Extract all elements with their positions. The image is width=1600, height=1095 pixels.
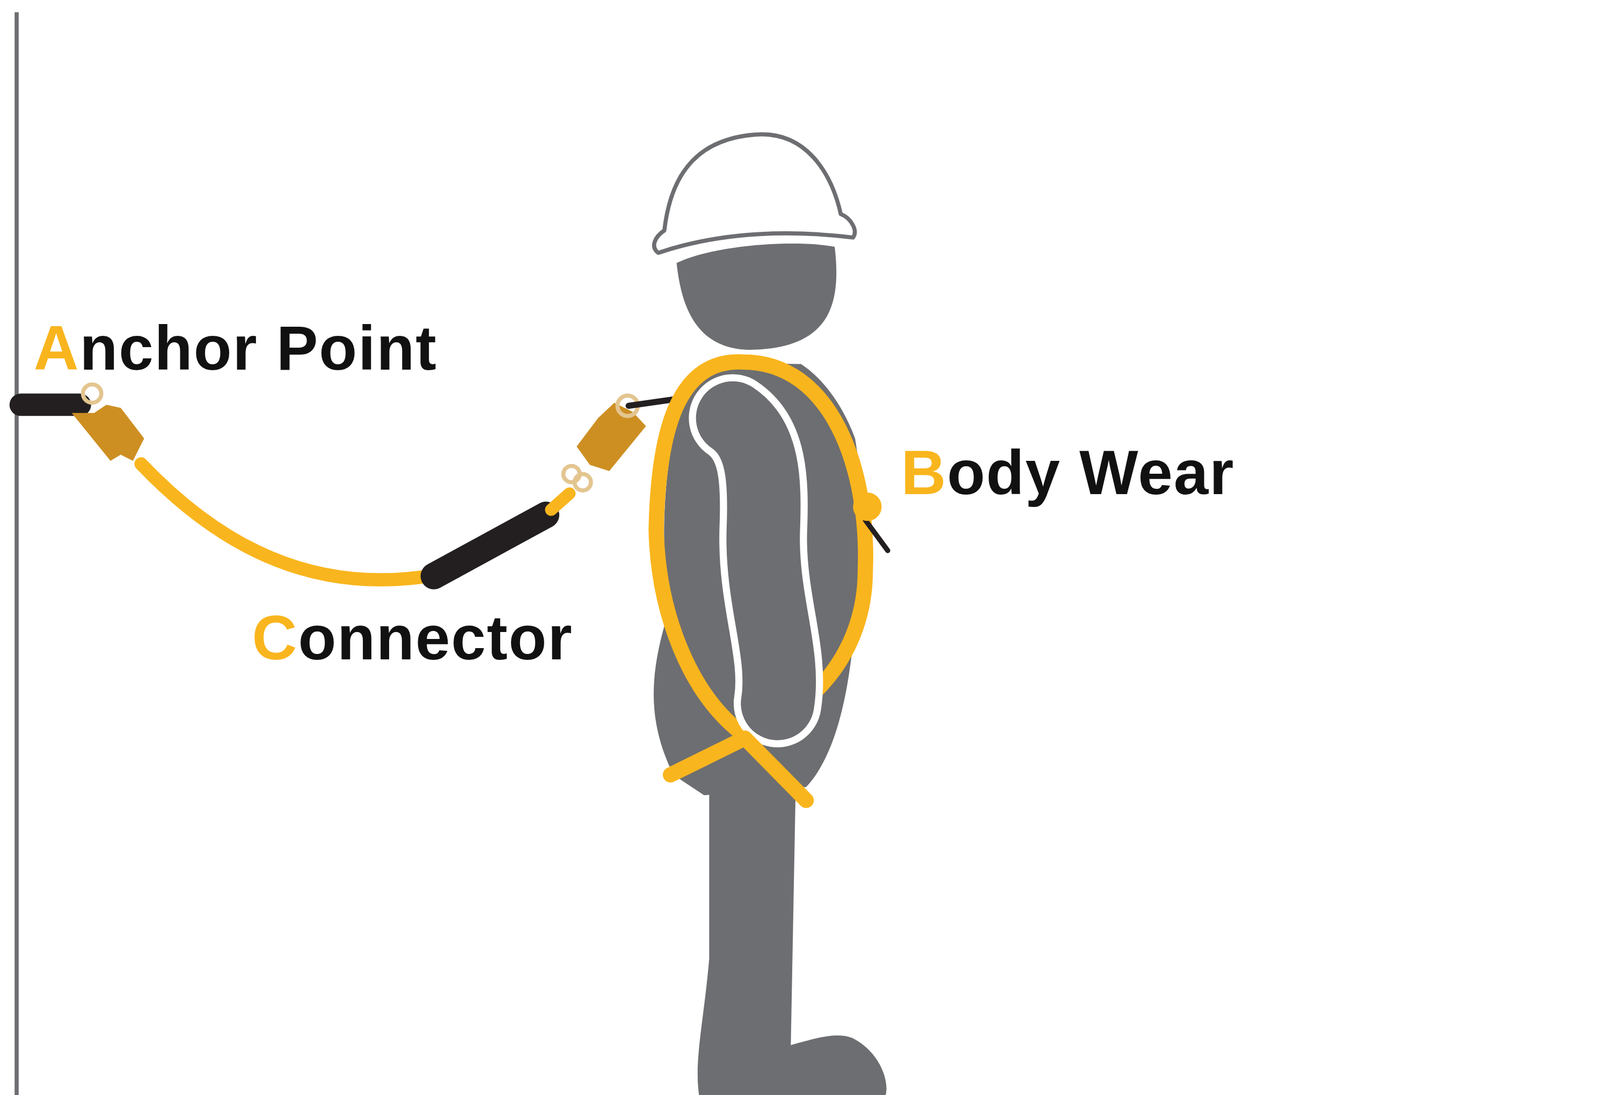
anchor-bar [20,393,80,417]
worker-arm-outline [732,418,780,704]
worker-arm [732,418,780,704]
leg-strap [670,738,807,801]
harness-strap [656,361,866,735]
chest-buckle [852,492,882,522]
part-label: Connector [252,607,574,670]
worker-leg [697,775,887,1095]
shock-pack [433,515,546,577]
chest-strap [865,520,888,551]
part-label: Body Wear [901,441,1236,504]
worker-head [676,243,837,350]
lanyard [141,464,429,581]
lanyard-end [551,493,570,510]
part-label: Anchor Point [33,317,438,380]
structure-post [14,12,19,1095]
lanyard-ring [574,474,591,491]
anchor-ring [83,384,102,403]
hard-hat [654,134,856,253]
snap-hook [71,404,145,462]
